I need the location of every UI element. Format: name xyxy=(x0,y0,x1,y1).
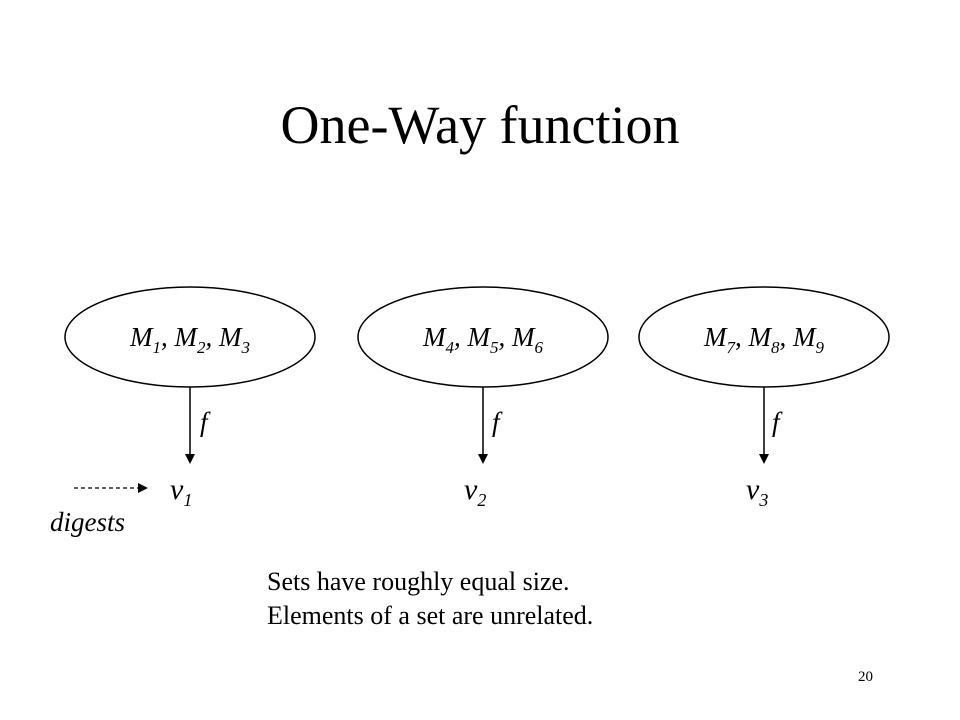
set-element: M5 xyxy=(467,322,499,357)
note-line: Sets have roughly equal size. xyxy=(267,567,570,596)
note-line: Elements of a set are unrelated. xyxy=(267,601,594,630)
function-label-1: f xyxy=(200,407,208,437)
digest-label-3: v3 xyxy=(746,473,769,510)
set-element: M4 xyxy=(423,322,454,357)
digest-label-2: v2 xyxy=(464,473,487,510)
set-element: M7 xyxy=(704,322,735,357)
set-label-2: M4, M5, M6 xyxy=(423,322,543,357)
function-label-2: f xyxy=(492,407,500,437)
digests-label: digests xyxy=(50,507,126,537)
set-element: M9 xyxy=(793,322,824,357)
digest-label-1: v1 xyxy=(170,473,193,510)
function-label-3: f xyxy=(772,407,780,437)
slide-title: One-Way function xyxy=(280,95,680,155)
set-element: M8 xyxy=(748,322,780,357)
set-label-1: M1, M2, M3 xyxy=(130,322,250,357)
notes-block: Sets have roughly equal size. Elements o… xyxy=(267,565,593,633)
set-element: M3 xyxy=(219,322,250,357)
set-element: M2 xyxy=(174,322,206,357)
set-element: M1 xyxy=(130,322,161,357)
set-label-3: M7, M8, M9 xyxy=(704,322,824,357)
set-element: M6 xyxy=(512,322,543,357)
page-number: 20 xyxy=(858,669,873,685)
